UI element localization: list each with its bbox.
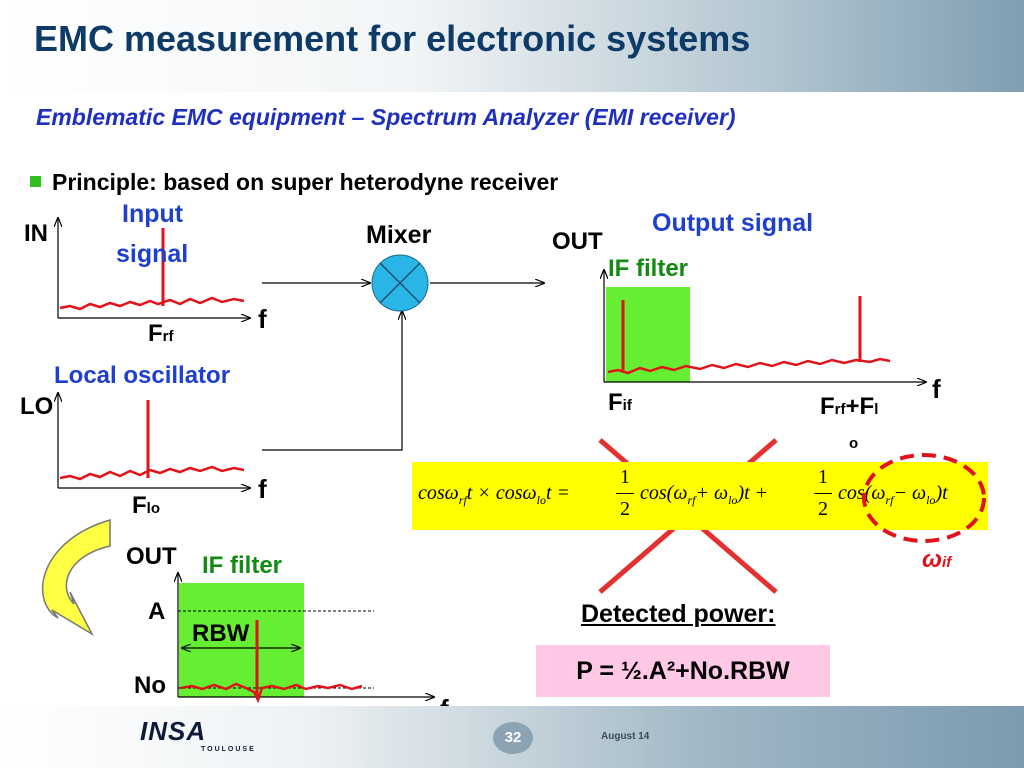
frac2-den: 2 xyxy=(818,498,828,520)
mixer-label: Mixer xyxy=(366,221,432,249)
frac2-bar xyxy=(814,493,832,494)
detail-graph xyxy=(178,573,434,704)
output-peak-sum-label: Frf+Fl xyxy=(820,393,879,420)
principle-text: Principle: based on super heterodyne rec… xyxy=(52,169,559,195)
detected-power-title: Detected power: xyxy=(581,600,776,628)
bullet-square-icon xyxy=(30,176,41,187)
frac1-num: 1 xyxy=(620,466,630,488)
page-number-badge: 32 xyxy=(493,722,533,754)
output-peak-sum-label-wrap: o xyxy=(849,435,859,452)
frac1-den: 2 xyxy=(620,498,630,520)
input-title-line1: Input xyxy=(122,200,184,228)
level-no-label: No xyxy=(134,672,166,699)
lo-peak-label: Flo xyxy=(132,492,161,519)
detail-noise-trace xyxy=(180,682,363,704)
insa-logo: INSA xyxy=(140,716,207,746)
output-axis-label: OUT xyxy=(552,228,603,255)
output-peak-if-label: Fif xyxy=(608,389,632,416)
equation-text: cosωrft × cosωlot = 1 2 cos(ωrf+ ωlo)t +… xyxy=(418,466,984,526)
output-x-axis-label: f xyxy=(932,374,941,404)
output-filter-label: IF filter xyxy=(608,255,689,282)
lo-axis-label: LO xyxy=(20,393,54,420)
frac1-bar xyxy=(616,493,634,494)
input-noise-trace xyxy=(59,296,245,311)
equation-term1: cos(ωrf+ ωlo)t + xyxy=(640,482,769,507)
lo-x-axis-label: f xyxy=(258,474,267,504)
lo-noise-trace xyxy=(59,465,245,481)
slide-subtitle: Emblematic EMC equipment – Spectrum Anal… xyxy=(36,104,736,130)
level-a-label: A xyxy=(148,598,166,625)
equation-term2: cos(ωrf− ωlo)t xyxy=(838,482,948,507)
power-formula: P = ½.A²+No.RBW xyxy=(576,657,790,685)
detail-filter-label: IF filter xyxy=(202,552,283,579)
equation-lhs: cosωrft × cosωlot = xyxy=(418,482,571,507)
slide-title: EMC measurement for electronic systems xyxy=(34,18,751,59)
output-title: Output signal xyxy=(652,209,814,237)
lo-to-mixer-arrow xyxy=(262,311,402,451)
omega-if-label: ωif xyxy=(922,546,952,573)
mixer-icon xyxy=(371,254,429,312)
footer-date: August 14 xyxy=(601,731,650,742)
detail-axis-label: OUT xyxy=(126,543,177,570)
input-title-line2: signal xyxy=(116,240,189,268)
input-signal-graph xyxy=(58,218,250,318)
header-bar xyxy=(0,0,1024,92)
output-graph xyxy=(604,270,926,382)
output-noise-trace xyxy=(607,357,891,375)
frac2-num: 1 xyxy=(818,466,828,488)
lo-graph xyxy=(58,393,250,488)
rbw-label: RBW xyxy=(192,620,250,647)
output-if-filter-rect xyxy=(606,287,690,382)
curved-arrow-icon xyxy=(41,519,111,637)
input-axis-label: IN xyxy=(24,220,48,247)
input-peak-label: Frf xyxy=(148,320,174,347)
detail-if-filter-rect xyxy=(179,583,304,697)
lo-title: Local oscillator xyxy=(54,362,231,389)
power-formula-box xyxy=(536,645,830,697)
input-x-axis-label: f xyxy=(258,304,267,334)
insa-logo-subtext: TOULOUSE xyxy=(201,746,256,753)
